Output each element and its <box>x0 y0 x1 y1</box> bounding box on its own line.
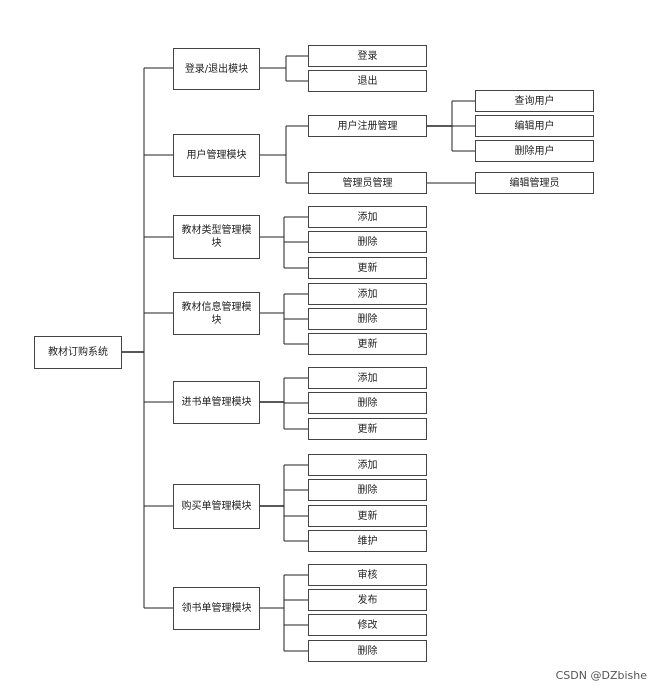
module-stock-order: 进书单管理模块 <box>173 381 260 424</box>
root-node: 教材订购系统 <box>34 336 122 369</box>
leaf-edit-admin: 编辑管理员 <box>475 172 594 194</box>
leaf-purchase-update: 更新 <box>308 505 427 527</box>
leaf-edit-user: 编辑用户 <box>475 115 594 137</box>
leaf-type-update: 更新 <box>308 257 427 279</box>
module-textbook-type: 教材类型管理模块 <box>173 215 260 259</box>
leaf-delete-user: 删除用户 <box>475 140 594 162</box>
leaf-stock-delete: 删除 <box>308 392 427 414</box>
module-login-logout: 登录/退出模块 <box>173 48 260 90</box>
watermark: CSDN @DZbishe <box>555 669 647 682</box>
leaf-receive-modify: 修改 <box>308 614 427 636</box>
leaf-login: 登录 <box>308 45 427 67</box>
leaf-stock-add: 添加 <box>308 367 427 389</box>
leaf-receive-publish: 发布 <box>308 589 427 611</box>
module-user-management: 用户管理模块 <box>173 134 260 177</box>
leaf-info-add: 添加 <box>308 283 427 305</box>
leaf-purchase-add: 添加 <box>308 454 427 476</box>
leaf-type-add: 添加 <box>308 206 427 228</box>
node-admin-management: 管理员管理 <box>308 172 427 194</box>
module-purchase-order: 购买单管理模块 <box>173 484 260 529</box>
leaf-purchase-delete: 删除 <box>308 479 427 501</box>
leaf-receive-delete: 删除 <box>308 640 427 662</box>
leaf-type-delete: 删除 <box>308 231 427 253</box>
leaf-info-update: 更新 <box>308 333 427 355</box>
module-textbook-info: 教材信息管理模块 <box>173 292 260 335</box>
leaf-query-user: 查询用户 <box>475 90 594 112</box>
leaf-purchase-maintain: 维护 <box>308 530 427 552</box>
leaf-info-delete: 删除 <box>308 308 427 330</box>
leaf-logout: 退出 <box>308 70 427 92</box>
leaf-receive-review: 审核 <box>308 564 427 586</box>
node-user-registration: 用户注册管理 <box>308 115 427 137</box>
leaf-stock-update: 更新 <box>308 418 427 440</box>
module-receive-order: 领书单管理模块 <box>173 587 260 630</box>
